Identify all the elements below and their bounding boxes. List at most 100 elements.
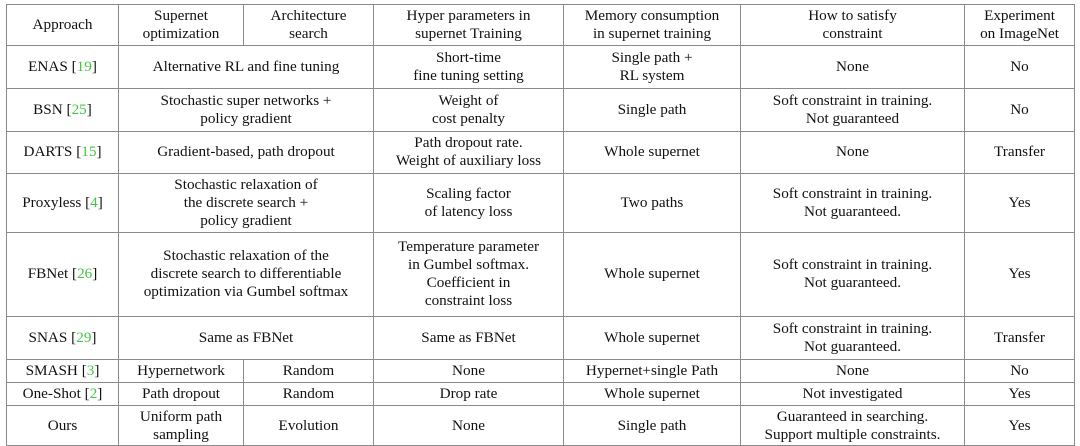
cell-line: Soft constraint in training. <box>772 184 933 202</box>
cell-line: on ImageNet <box>980 24 1059 42</box>
cell-line: RL system <box>619 66 685 84</box>
cell-memory-consumption: Hypernet+single Path <box>563 358 741 383</box>
cell-memory-consumption: Whole supernet <box>563 381 741 406</box>
column-header-approach: Approach <box>6 4 119 46</box>
citation-ref[interactable]: [25] <box>66 100 92 118</box>
citation-ref[interactable]: [26] <box>72 265 98 283</box>
cell-line: DARTS [15] <box>23 143 102 161</box>
cell-line: Whole supernet <box>604 384 700 402</box>
cell-line: Two paths <box>620 193 684 211</box>
cell-line: cost penalty <box>432 109 505 127</box>
cell-line: Whole supernet <box>604 143 700 161</box>
citation-ref[interactable]: [29] <box>71 328 97 346</box>
cell-line: in supernet training <box>592 24 712 42</box>
cell-line: How to satisfy <box>808 7 897 24</box>
cell-line: None <box>452 361 485 379</box>
cell-experiment-on-imagenet: No <box>964 44 1075 89</box>
cell-line: Gradient-based, path dropout <box>157 143 335 161</box>
cell-how-to-satisfy-constraint: None <box>740 44 965 89</box>
citation-ref[interactable]: [15] <box>76 143 102 161</box>
cell-line: Whole supernet <box>604 328 700 346</box>
cell-experiment-on-imagenet: No <box>964 358 1075 383</box>
cell-line: Proxyless [4] <box>22 193 103 211</box>
cell-line: Single path <box>617 100 687 118</box>
cell-how-to-satisfy-constraint: None <box>740 130 965 174</box>
cell-line: Soft constraint in training. <box>772 319 933 337</box>
citation-ref[interactable]: [3] <box>81 361 100 379</box>
cell-line: None <box>836 361 869 379</box>
cell-line: Stochastic relaxation of the <box>163 247 329 265</box>
cell-approach: DARTS [15] <box>6 130 119 174</box>
cell-line: SMASH [3] <box>25 361 100 379</box>
cell-line: search <box>289 24 328 42</box>
cell-memory-consumption: Single path <box>563 87 741 132</box>
cell-approach: SMASH [3] <box>6 358 119 383</box>
table-row: DARTS [15] Gradient-based, path dropout Pa… <box>6 130 1075 174</box>
cell-line: ENAS [19] <box>28 57 97 75</box>
cell-line: Scaling factor <box>426 184 511 202</box>
citation-ref[interactable]: [19] <box>71 57 97 75</box>
cell-how-to-satisfy-constraint: Not investigated <box>740 381 965 406</box>
cell-line: the discrete search + <box>183 193 309 211</box>
cell-memory-consumption: Whole supernet <box>563 231 741 317</box>
cell-line: Not guaranteed <box>805 109 900 127</box>
cell-line: Approach <box>32 15 93 33</box>
cell-line: SNAS [29] <box>28 328 97 346</box>
table-row: ENAS [19] Alternative RL and fine tuning S… <box>6 44 1075 89</box>
cell-line: Yes <box>1008 416 1031 434</box>
cell-line: Stochastic relaxation of <box>174 175 318 193</box>
cell-line: of latency loss <box>424 202 513 220</box>
cell-line: Guaranteed in searching. <box>776 407 929 425</box>
cell-line: No <box>1010 57 1029 75</box>
cell-supernet-optimization: Hypernetwork <box>118 358 244 383</box>
cell-line: Single path + <box>611 48 693 66</box>
cell-line: Not investigated <box>802 384 903 402</box>
cell-line: FBNet [26] <box>27 265 98 283</box>
cell-line: Path dropout rate. <box>414 134 523 152</box>
cell-experiment-on-imagenet: Transfer <box>964 315 1075 360</box>
cell-experiment-on-imagenet: Yes <box>964 172 1075 233</box>
cell-hyper-parameters: None <box>373 404 564 446</box>
cell-line: Yes <box>1008 193 1031 211</box>
cell-supernet-optimization: Alternative RL and fine tuning <box>118 44 374 89</box>
cell-line: Support multiple constraints. <box>764 425 941 443</box>
cell-line: Weight of <box>438 91 499 109</box>
cell-approach: FBNet [26] <box>6 231 119 317</box>
cell-line: Not guaranteed. <box>804 337 901 355</box>
cell-hyper-parameters: Same as FBNet <box>373 315 564 360</box>
cell-line: constraint <box>822 24 883 42</box>
cell-line: Weight of auxiliary loss <box>395 152 542 170</box>
cell-line: No <box>1010 361 1029 379</box>
cell-approach: Ours <box>6 404 119 446</box>
citation-ref[interactable]: [4] <box>85 193 103 211</box>
cell-line: Transfer <box>994 328 1045 346</box>
cell-line: Drop rate <box>439 384 498 402</box>
cell-line: Stochastic super networks + <box>160 91 332 109</box>
cell-how-to-satisfy-constraint: Soft constraint in training.Not guarante… <box>740 315 965 360</box>
cell-approach: Proxyless [4] <box>6 172 119 233</box>
citation-ref[interactable]: [2] <box>84 384 103 402</box>
cell-line: Architecture <box>270 7 347 24</box>
cell-line: Transfer <box>994 143 1045 161</box>
cell-line: Soft constraint in training. <box>772 91 933 109</box>
cell-hyper-parameters: Drop rate <box>373 381 564 406</box>
cell-line: Not guaranteed. <box>804 274 901 292</box>
cell-approach: SNAS [29] <box>6 315 119 360</box>
cell-line: Hypernet+single Path <box>585 361 719 379</box>
